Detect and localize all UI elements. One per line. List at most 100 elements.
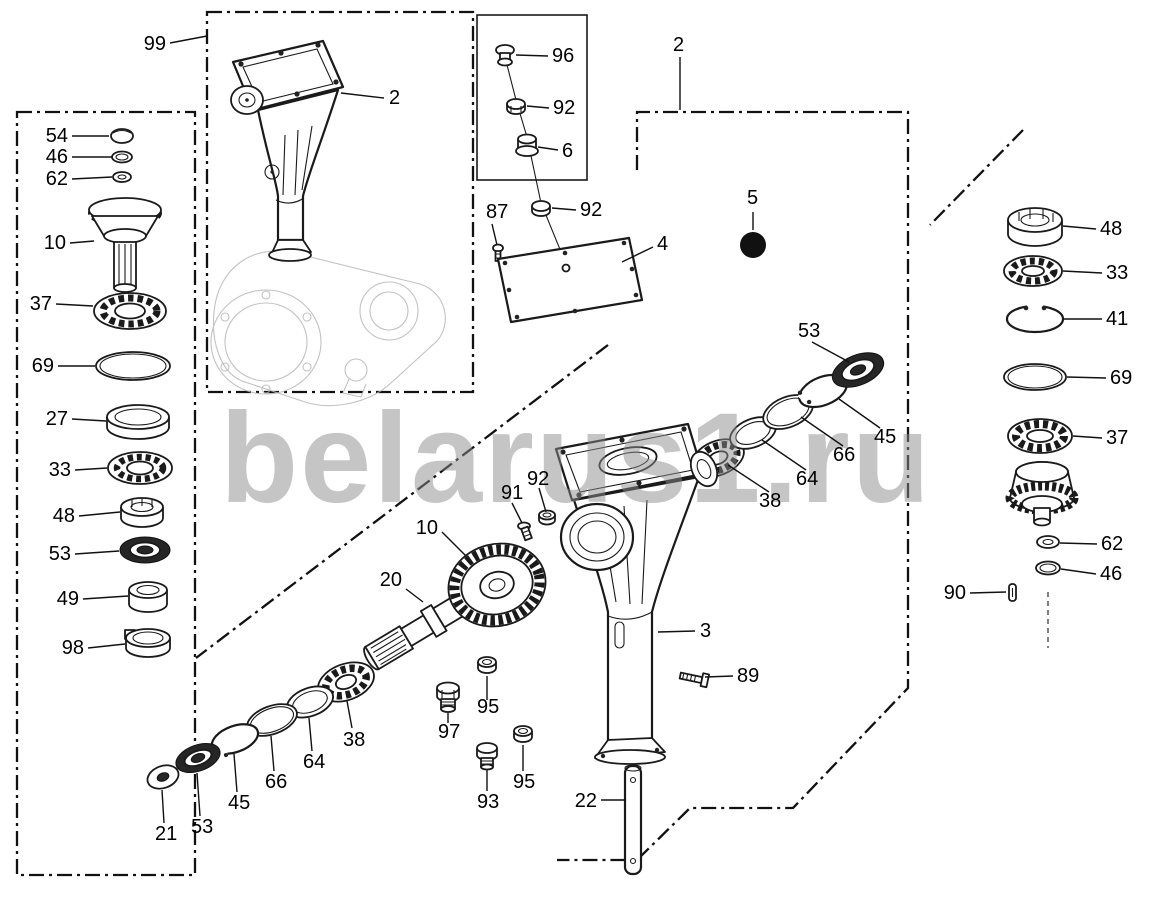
callout-93: 93 [477,791,499,813]
watermark-text: belarus1.ru [220,387,932,530]
leader-line [1062,270,1103,274]
part-bolt-91 [517,521,533,542]
callout-37-right: 37 [1106,427,1128,449]
leader-line [161,789,165,824]
callout-64-upper: 64 [796,468,818,490]
leader-line [71,176,113,180]
callout-33-right: 33 [1106,262,1128,284]
leader-line [491,223,498,246]
part-housing-3 [554,422,719,765]
part-bearing-33-left [107,451,173,485]
part-nut-92-cover [531,200,551,217]
part-breather-96 [495,44,515,67]
part-housing-99 [230,39,345,262]
part-locknut-48-left [120,497,164,528]
callout-2-group: 2 [673,34,684,56]
part-plug-93 [476,742,498,771]
leader-line [78,511,121,517]
leader-line [82,595,129,600]
leader-line [657,630,696,633]
callout-41: 41 [1106,308,1128,330]
part-fitting-6 [515,133,539,157]
callout-69-left: 69 [32,355,54,377]
leader-line [704,675,734,678]
callout-20: 20 [380,569,402,591]
part-nut-92-mid [538,509,556,526]
callout-22: 22 [575,790,597,812]
leader-line [74,467,108,471]
part-bevel-gear-right [1005,461,1079,527]
bottom-hardware [436,656,711,876]
callout-46-left: 46 [46,146,68,168]
part-breather-chain [492,44,644,324]
leader-line [515,54,549,57]
callout-33-left: 33 [49,459,71,481]
breather-group-box [476,14,588,181]
leader-lines [55,35,1107,824]
callout-4: 4 [657,233,668,255]
callout-38-upper: 38 [759,490,781,512]
right-parts-stack [1003,207,1079,602]
leader-line [838,398,881,429]
callout-10-left: 10 [44,232,66,254]
leader-line [811,341,850,363]
leader-line [1072,435,1103,439]
leader-line [538,487,547,513]
part-nut-92-top [506,98,526,115]
callout-99: 99 [144,33,166,55]
part-spacer-27 [106,404,170,440]
part-nut-95-upper [477,656,497,674]
callout-92-cover: 92 [580,199,602,221]
part-washer-62-right [1036,535,1060,549]
part-castle-nut-48-right [1007,207,1063,247]
part-plug-5 [740,232,766,258]
callout-labels: 99 2 96 92 6 2 87 92 4 5 54 46 62 10 37 … [30,33,1133,845]
callout-21: 21 [155,823,177,845]
part-snap-ring-41 [1005,304,1065,334]
leader-line [196,772,201,817]
left-parts-stack [88,128,173,658]
callout-48-left: 48 [53,505,75,527]
callout-5: 5 [747,187,758,209]
callout-92-mid: 92 [527,468,549,490]
part-nut-95-lower [513,725,533,743]
leader-line [69,240,95,244]
part-ring-46-right [1035,560,1061,576]
part-seal-53-left [119,536,171,564]
leader-line [1066,376,1107,379]
part-seal-53-upper [831,352,885,388]
callout-92-top: 92 [553,97,575,119]
leader-line [405,588,424,603]
lower-ring-set [146,661,375,790]
callout-62-left: 62 [46,168,68,190]
callout-62-right: 62 [1101,533,1123,555]
part-bevel-gear-10-left [88,197,162,293]
callout-45-lower: 45 [228,792,250,814]
part-bolt-89 [678,671,711,689]
leader-line [511,502,523,524]
callout-37-left: 37 [30,293,52,315]
callout-2-housing: 2 [389,87,400,109]
part-bevel-gear-10-mid [447,542,547,628]
part-ring-69-left [95,351,171,381]
part-bolt-87 [492,243,504,262]
upper-ring-set [691,352,885,478]
part-shaft-22 [623,764,643,876]
callout-45-upper: 45 [874,426,896,448]
callout-66-lower: 66 [265,771,287,793]
callout-53-upper: 53 [798,320,820,342]
part-washer-21 [146,764,180,790]
leader-line [761,439,807,471]
leader-line [1062,225,1097,230]
leader-line [233,753,238,793]
callout-69-right: 69 [1110,367,1132,389]
part-washer-62-left [112,171,132,183]
callout-27: 27 [46,408,68,430]
group-boundaries [15,10,1049,877]
part-cap-54 [110,128,134,144]
part-ring-69-right [1003,363,1067,391]
part-bearing-37-left [93,292,167,330]
part-bearing-33-right [1003,255,1063,287]
